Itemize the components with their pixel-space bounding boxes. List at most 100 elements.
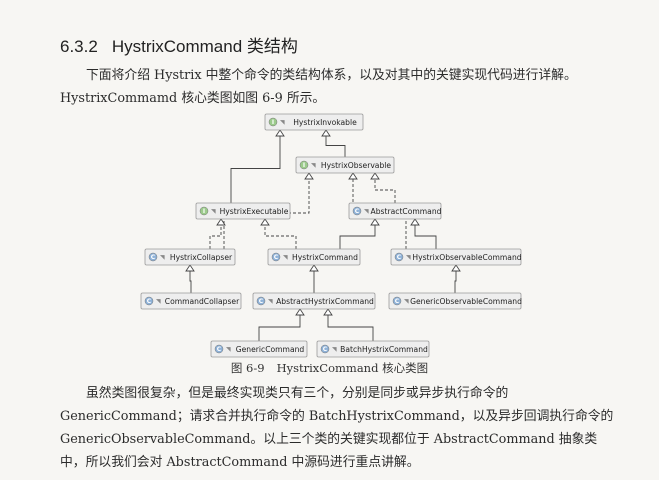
class-node-executable: I ◥ HystrixExecutable [195, 202, 291, 220]
arrowhead-executable-to-invokable [275, 129, 285, 137]
class-kind-letter: I [272, 119, 274, 126]
class-node-abstractHystrix: C ◥AbstractHystrixCommand [252, 292, 376, 310]
section-heading: 6.3.2 HystrixCommand 类结构 [60, 32, 298, 57]
visibility-mark-icon: ◥ [364, 208, 369, 215]
class-node-genericCommand: C ◥ GenericCommand [210, 340, 308, 358]
arrowhead-commandCollapser-to-collapser [185, 264, 195, 272]
class-diagram-nodes: I◥HystrixInvokableI◥HystrixObservableI◥H… [140, 113, 522, 358]
visibility-mark-icon: ◥ [406, 254, 411, 261]
class-kind-letter: C [259, 298, 264, 305]
class-node-frame [267, 248, 361, 266]
class-node-frame [348, 202, 442, 220]
arrowhead-abstractCommand-to-observable [370, 172, 380, 180]
class-kind-letter: C [151, 254, 156, 261]
class-node-label: HystrixCommand [292, 253, 358, 262]
class-node-collapser: C ◥ HystrixCollapser [144, 248, 236, 266]
intro-paragraph: 下面将介绍 Hystrix 中整个命令的类结构体系，以及对其中的关键实现代码进行… [60, 68, 577, 106]
class-node-frame [264, 113, 364, 131]
visibility-mark-icon: ◥ [283, 254, 288, 261]
class-icon [144, 296, 154, 306]
edge-observableCommand-to-abstractCommand [414, 225, 437, 249]
class-kind-letter: I [303, 162, 305, 169]
interface-icon [299, 160, 309, 170]
class-node-invokable: I ◥ HystrixInvokable [264, 113, 364, 131]
class-node-abstractCommand: C◥AbstractCommand [348, 202, 442, 220]
visibility-mark-icon: ◥ [404, 298, 409, 305]
visibility-mark-icon: ◥ [311, 162, 316, 169]
class-kind-letter: C [397, 254, 402, 261]
class-icon [256, 296, 266, 306]
edge-hystrixCommand-to-abstractCommand [339, 225, 376, 249]
section-number: 6.3.2 [60, 37, 98, 56]
class-node-observable: I ◥ HystrixObservable [295, 156, 395, 174]
class-node-frame [195, 202, 291, 220]
edge-collapser-to-observable [223, 179, 310, 249]
figure-caption-text: HystrixCommand 核心类图 [276, 361, 429, 375]
class-node-hystrixCommand: C ◥ HystrixCommand [267, 248, 361, 266]
visibility-mark-icon: ◥ [211, 208, 216, 215]
edge-genericCommand-to-abstractHystrix [258, 315, 301, 341]
class-kind-letter: C [395, 298, 400, 305]
class-icon [214, 344, 224, 354]
class-node-label: BatchHystrixCommand [340, 345, 428, 354]
class-node-label: AbstractHystrixCommand [276, 297, 374, 306]
class-node-genericObservable: C ◥GenericObservableCommand [388, 292, 522, 310]
class-node-frame [210, 340, 308, 358]
class-kind-letter: C [217, 346, 222, 353]
edge-batchCommand-to-abstractHystrix [327, 315, 374, 341]
interface-icon [268, 117, 278, 127]
class-node-label: HystrixInvokable [293, 118, 357, 127]
edge-genericObservable-to-observableCommand [454, 271, 457, 293]
arrowhead-collapser-to-observable [304, 172, 314, 180]
class-kind-letter: I [203, 208, 205, 215]
class-icon [320, 344, 330, 354]
summary-paragraph: 虽然类图很复杂，但是最终实现类只有三个，分别是同步或异步执行命令的 Generi… [60, 386, 614, 470]
arrowhead-hystrixCommand-to-abstractCommand [370, 218, 380, 226]
class-node-frame [252, 292, 376, 310]
arrowhead-collapser-to-executable [216, 218, 226, 226]
edge-executable-to-invokable [230, 136, 281, 203]
interface-icon [199, 206, 209, 216]
arrowhead-observableCommand-to-abstractCommand [410, 218, 420, 226]
section-title: HystrixCommand 类结构 [111, 37, 298, 56]
class-icon [392, 296, 402, 306]
edge-abstractCommand-to-observable [374, 179, 396, 203]
class-kind-letter: C [274, 254, 279, 261]
class-kind-letter: C [147, 298, 152, 305]
arrowhead-abstractHystrix-to-hystrixCommand [309, 264, 319, 272]
class-kind-letter: C [323, 346, 328, 353]
edge-collapser-to-executable [209, 225, 222, 249]
class-node-frame [390, 248, 522, 266]
arrowhead-observableCommand-to-observable [348, 172, 358, 180]
class-node-batchCommand: C ◥BatchHystrixCommand [316, 340, 430, 358]
arrowhead-observable-to-invokable [321, 129, 331, 137]
arrowhead-hystrixCommand-to-executable [260, 218, 270, 226]
visibility-mark-icon: ◥ [156, 298, 161, 305]
class-node-label: GenericObservableCommand [410, 297, 522, 306]
edge-hystrixCommand-to-executable [264, 225, 297, 249]
class-icon [352, 206, 362, 216]
class-node-label: HystrixObservable [321, 161, 391, 170]
visibility-mark-icon: ◥ [268, 298, 273, 305]
arrowhead-genericObservable-to-observableCommand [451, 264, 461, 272]
class-node-frame [144, 248, 236, 266]
figure-number: 图 6-9 [230, 361, 265, 375]
class-node-label: GenericCommand [236, 345, 305, 354]
visibility-mark-icon: ◥ [280, 119, 285, 126]
class-node-label: HystrixExecutable [220, 207, 289, 216]
class-node-label: HystrixObservableCommand [412, 253, 521, 262]
class-node-frame [316, 340, 430, 358]
edge-commandCollapser-to-collapser [189, 271, 192, 293]
class-node-frame [295, 156, 395, 174]
class-icon [271, 252, 281, 262]
class-node-label: CommandCollapser [165, 297, 240, 306]
class-node-label: HystrixCollapser [170, 253, 233, 262]
class-node-observableCommand: C ◥HystrixObservableCommand [390, 248, 522, 266]
class-node-commandCollapser: C ◥ CommandCollapser [140, 292, 242, 310]
visibility-mark-icon: ◥ [226, 346, 231, 353]
class-node-frame [140, 292, 242, 310]
edge-observable-to-invokable [325, 136, 346, 157]
visibility-mark-icon: ◥ [160, 254, 165, 261]
visibility-mark-icon: ◥ [332, 346, 337, 353]
